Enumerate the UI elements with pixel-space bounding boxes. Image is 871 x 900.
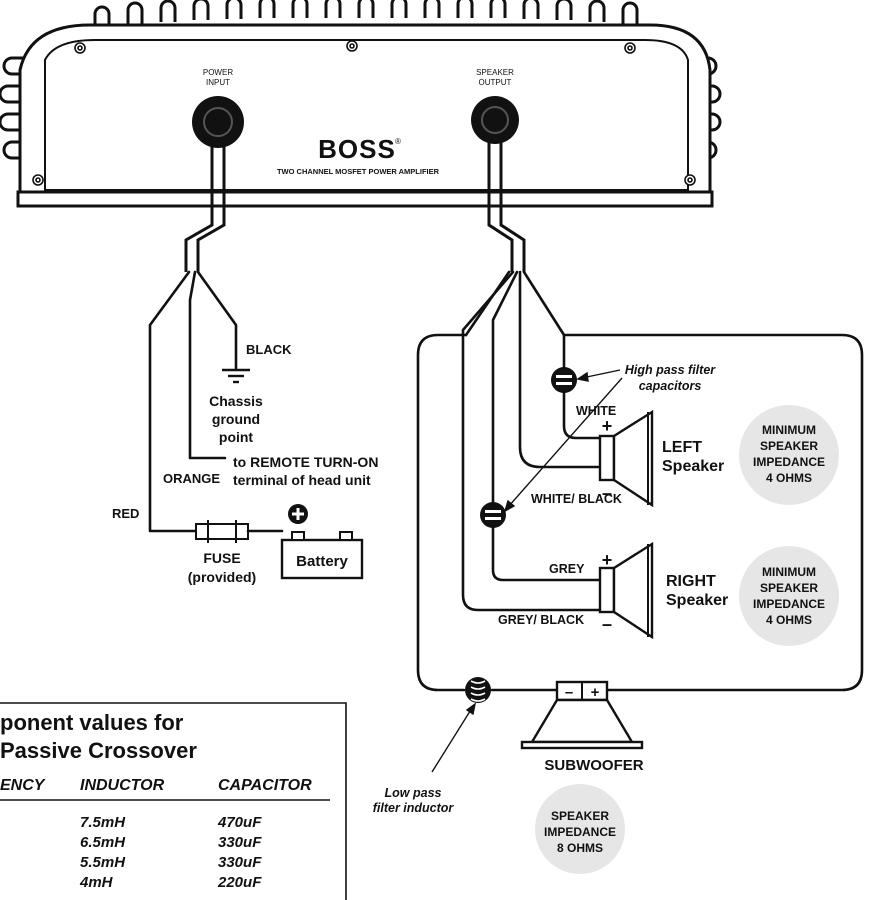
arrow-icon [503,369,623,513]
svg-text:IMPEDANCE: IMPEDANCE [544,825,616,839]
svg-text:4 OHMS: 4 OHMS [766,471,812,485]
table-cell: 7.5mH [80,814,126,831]
power-wiring: BLACK Chassis ground point ORANGE to REM… [112,145,378,585]
low-pass-label-2: filter inductor [373,801,455,815]
amplifier-base [16,190,714,208]
white-black-wire-label: WHITE/ BLACK [531,492,622,506]
left-plus: + [602,416,613,436]
ground-icon [222,368,250,384]
capacitor-icon [551,367,577,393]
right-speaker-label-2: Speaker [666,592,728,609]
capacitor-icon-2 [480,502,506,528]
table-cell: 330uF [218,854,262,871]
fuse-icon [195,520,249,543]
registered-mark: ® [395,137,401,146]
svg-text:8 OHMS: 8 OHMS [557,841,603,855]
table-header-frequency: ENCY [0,777,46,794]
left-minus: – [602,483,612,503]
red-wire-label: RED [112,506,139,521]
inductor-icon [465,677,491,703]
sub-impedance-badge: SPEAKER IMPEDANCE 8 OHMS [535,784,625,874]
sub-plus: + [591,684,600,701]
fuse-label-2: (provided) [188,569,256,585]
table-title-2: Passive Crossover [0,738,197,763]
svg-text:IMPEDANCE: IMPEDANCE [753,597,825,611]
heatsink-top [93,0,639,28]
power-input-label: POWER [203,68,233,77]
table-cell: 220uF [217,874,262,891]
speaker-output-label: SPEAKER [476,68,514,77]
sub-minus: – [565,684,573,701]
table-header-capacitor: CAPACITOR [218,777,312,794]
battery-icon [280,504,364,580]
brand-logo: BOSS [318,134,396,164]
white-wire-label: WHITE [576,404,616,418]
remote-label-1: to REMOTE TURN-ON [233,454,378,470]
table-cell: 5.5mH [80,854,126,871]
left-impedance-badge: MINIMUM SPEAKER IMPEDANCE 4 OHMS [739,405,839,505]
right-plus: + [602,550,613,570]
speaker-output-label-2: OUTPUT [479,78,512,87]
table-cell: 6.5mH [80,834,126,851]
right-impedance-badge: MINIMUM SPEAKER IMPEDANCE 4 OHMS [739,546,839,646]
svg-text:SPEAKER: SPEAKER [760,581,818,595]
table-cell: 4mH [79,874,114,891]
battery-label: Battery [296,553,348,570]
amplifier-front-panel [44,39,689,191]
speaker-output-port [471,96,519,144]
amplifier: POWER INPUT SPEAKER OUTPUT BOSS ® TWO CH… [0,0,722,208]
subwoofer-label: SUBWOOFER [544,757,643,774]
model-text: TWO CHANNEL MOSFET POWER AMPLIFIER [277,167,440,176]
screw-icon [32,40,696,186]
speaker-wiring: High pass filter capacitors WHITE WHITE/… [373,142,864,874]
svg-text:MINIMUM: MINIMUM [762,565,816,579]
fuse-label-1: FUSE [203,550,240,566]
svg-text:4 OHMS: 4 OHMS [766,613,812,627]
table-cell: 330uF [218,834,262,851]
high-pass-label-2: capacitors [639,379,702,393]
right-minus: – [602,614,612,634]
chassis-label-3: point [219,429,254,445]
svg-text:SPEAKER: SPEAKER [551,809,609,823]
svg-text:SPEAKER: SPEAKER [760,439,818,453]
right-speaker-label-1: RIGHT [666,573,716,590]
black-wire-label: BLACK [246,342,292,357]
orange-wire-label: ORANGE [163,471,220,486]
arrow-icon-2 [431,702,477,773]
left-speaker-label-1: LEFT [662,439,702,456]
table-title-1: ponent values for [0,710,184,735]
grey-black-wire-label: GREY/ BLACK [498,613,584,627]
low-pass-label-1: Low pass [385,786,442,800]
left-speaker-label-2: Speaker [662,458,724,475]
right-speaker-icon [598,541,654,640]
subwoofer-icon [520,680,644,750]
crossover-table: ponent values for Passive Crossover ENCY… [0,702,347,900]
power-input-port [192,96,244,148]
high-pass-label-1: High pass filter [625,363,716,377]
chassis-label-1: Chassis [209,393,263,409]
chassis-label-2: ground [212,411,260,427]
svg-text:MINIMUM: MINIMUM [762,423,816,437]
grey-wire-label: GREY [549,562,585,576]
left-speaker-icon [598,409,654,508]
table-header-inductor: INDUCTOR [80,777,165,794]
power-input-label-2: INPUT [206,78,230,87]
table-cell: 470uF [217,814,262,831]
svg-text:IMPEDANCE: IMPEDANCE [753,455,825,469]
remote-label-2: terminal of head unit [233,472,371,488]
